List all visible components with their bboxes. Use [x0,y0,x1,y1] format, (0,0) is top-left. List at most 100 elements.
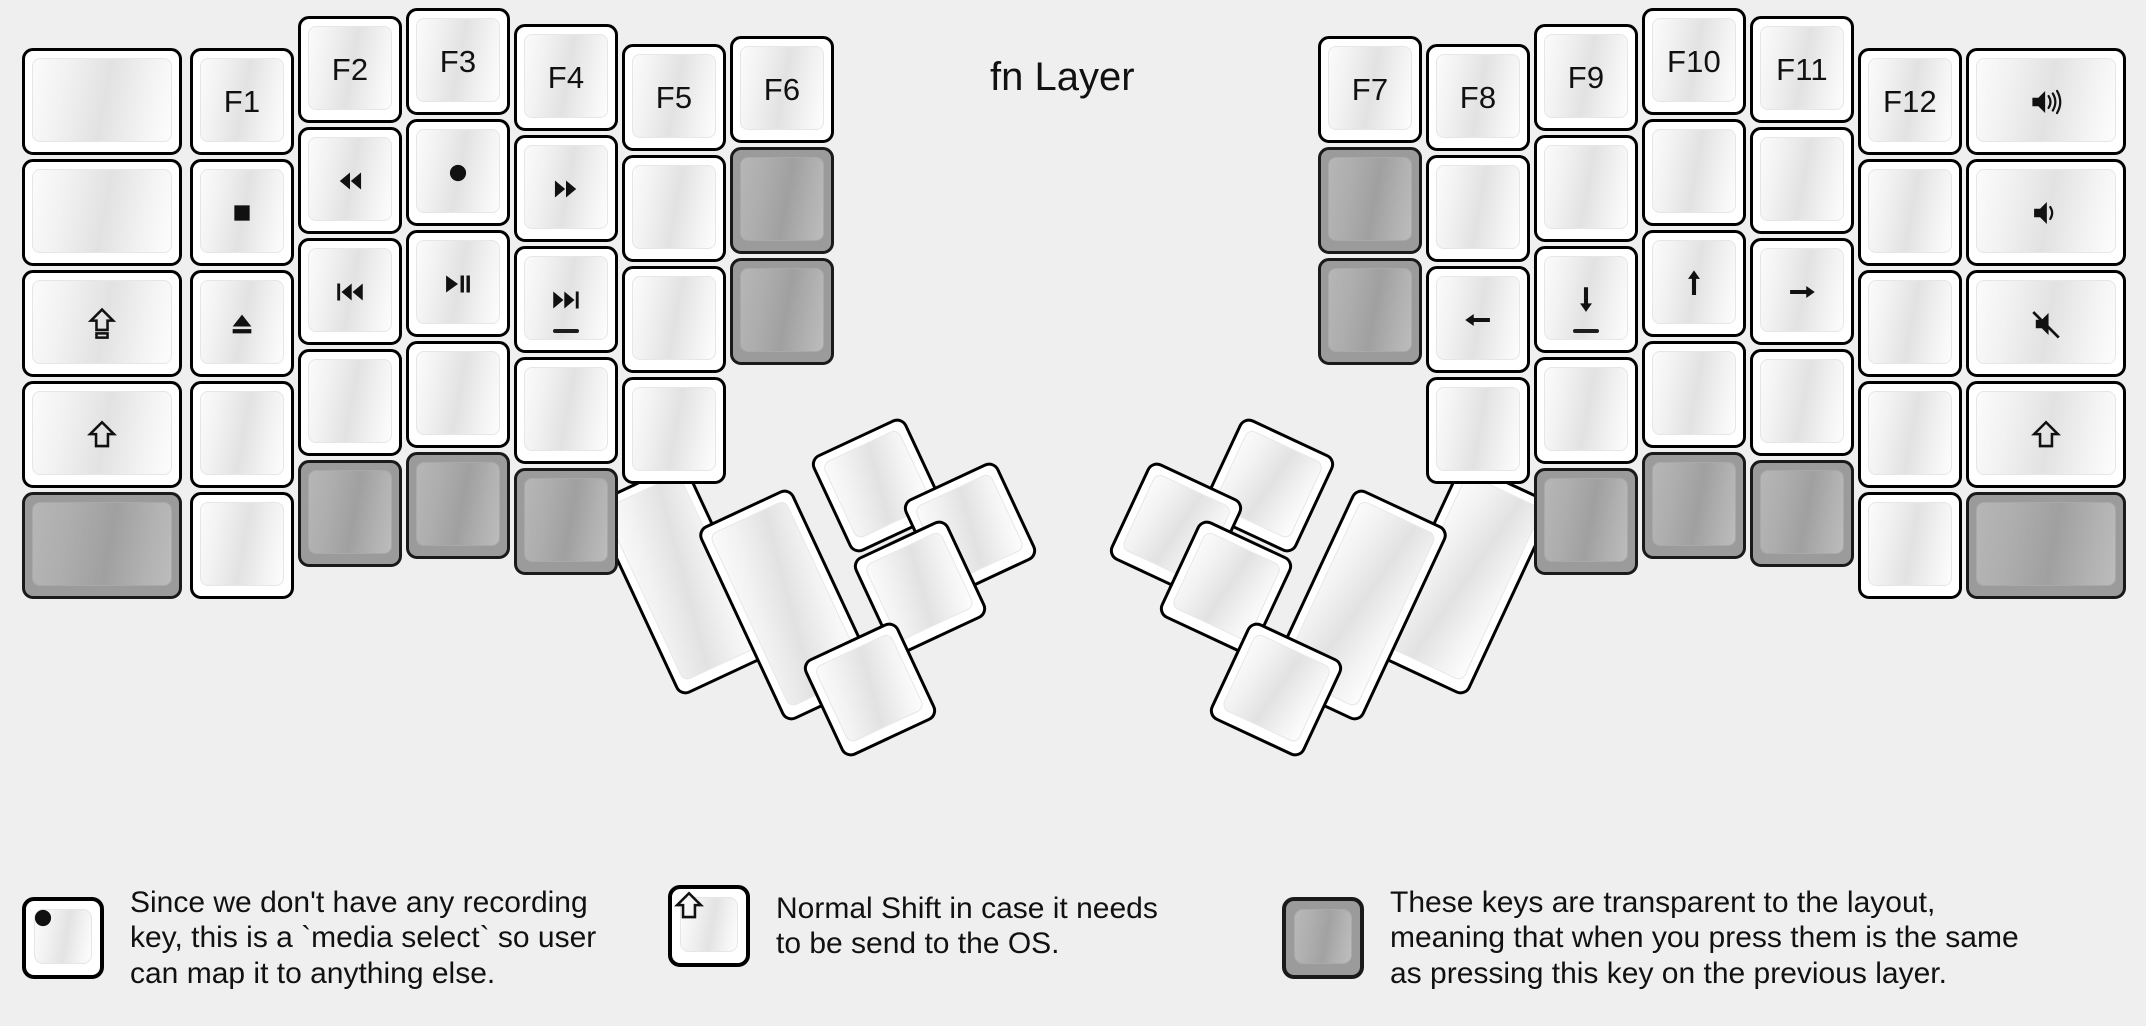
legend-transparent: These keys are transparent to the layout… [1282,885,2019,991]
key-blank-r-r4c4[interactable] [1642,341,1746,448]
keycap-face [740,46,824,130]
key-blank-r-r2c2[interactable] [1426,155,1530,262]
key-blank-l-r1c1[interactable] [22,48,182,155]
key-media-previous[interactable] [298,238,402,345]
key-blank-r-r4c6[interactable] [1858,381,1962,488]
key-trans-l-r5c5[interactable] [514,468,618,575]
key-blank-r-r3c6[interactable] [1858,270,1962,377]
volume-down-icon [2029,196,2063,230]
key-f9[interactable]: F9 [1534,24,1638,131]
key-blank-r-r4c5[interactable] [1750,349,1854,456]
key-blank-l-r3c6[interactable] [622,266,726,373]
key-f11[interactable]: F11 [1750,16,1854,123]
keycap-face [200,391,284,475]
keycap-face [1868,280,1952,364]
key-blank-r-r2c5[interactable] [1750,127,1854,234]
key-media-eject[interactable] [190,270,294,377]
keycap-face [1544,478,1628,562]
keycap-face [1544,34,1628,118]
keycap-face [632,387,716,471]
key-trans-r-r5c3[interactable] [1534,468,1638,575]
key-trans-l-inner-b[interactable] [730,258,834,365]
keycap-face [1976,502,2116,586]
keycap-face [1868,58,1952,142]
arrow-up-icon [1677,267,1711,301]
key-arrow-right[interactable] [1750,238,1854,345]
key-trans-r-inner-a[interactable] [1318,147,1422,254]
key-volume-up[interactable] [1966,48,2126,155]
legend-shift-swatch [668,885,750,967]
key-shift-r[interactable] [1966,381,2126,488]
keycap-face [32,502,172,586]
key-arrow-down[interactable] [1534,246,1638,353]
legend-transparent-text: These keys are transparent to the layout… [1390,886,2019,990]
keycap-face [632,165,716,249]
key-volume-down[interactable] [1966,159,2126,266]
keycap-face [200,58,284,142]
arrow-down-icon [1569,283,1603,317]
key-media-playpause[interactable] [406,230,510,337]
key-f7[interactable]: F7 [1318,36,1422,143]
key-f10[interactable]: F10 [1642,8,1746,115]
key-volume-mute[interactable] [1966,270,2126,377]
key-f4[interactable]: F4 [514,24,618,131]
key-shift-l[interactable] [22,381,182,488]
key-blank-l-r4c3[interactable] [298,349,402,456]
key-blank-l-r4c6[interactable] [622,377,726,484]
key-blank-r-r2c4[interactable] [1642,119,1746,226]
key-trans-r-inner-b[interactable] [1318,258,1422,365]
key-arrow-up[interactable] [1642,230,1746,337]
key-blank-l-r2c1[interactable] [22,159,182,266]
key-f6[interactable]: F6 [730,36,834,143]
key-f12[interactable]: F12 [1858,48,1962,155]
key-f8[interactable]: F8 [1426,44,1530,151]
homing-bar [553,329,579,333]
keycap-face [416,18,500,102]
key-trans-l-r5c1[interactable] [22,492,182,599]
key-blank-r-r2c6[interactable] [1858,159,1962,266]
keycap-face [1760,137,1844,221]
key-trans-l-inner-a[interactable] [730,147,834,254]
key-blank-r-r2c3[interactable] [1534,135,1638,242]
homing-bar [1573,329,1599,333]
key-blank-r-r5c6[interactable] [1858,492,1962,599]
keycap-face [32,391,172,475]
key-blank-r-r4c2[interactable] [1426,377,1530,484]
key-media-rewind[interactable] [298,127,402,234]
key-arrow-left[interactable] [1426,266,1530,373]
keycap-face [1868,169,1952,253]
key-media-fastforward[interactable] [514,135,618,242]
key-f5[interactable]: F5 [622,44,726,151]
key-media-record[interactable] [406,119,510,226]
keycap-face [1328,268,1412,352]
media-stop-icon [225,196,259,230]
key-f2[interactable]: F2 [298,16,402,123]
key-media-stop[interactable] [190,159,294,266]
key-blank-l-r4c5[interactable] [514,357,618,464]
key-blank-l-r4c4[interactable] [406,341,510,448]
key-trans-l-r5c4[interactable] [406,452,510,559]
keycap-face [632,276,716,360]
key-f1[interactable]: F1 [190,48,294,155]
media-fast-forward-icon [549,172,583,206]
keycap-face [1760,26,1844,110]
key-blank-l-r2c6[interactable] [622,155,726,262]
key-trans-r-r5c4[interactable] [1642,452,1746,559]
key-f3[interactable]: F3 [406,8,510,115]
key-blank-r-r4c3[interactable] [1534,357,1638,464]
keycap-face [1436,387,1520,471]
keycap-face [1328,157,1412,241]
keycap-face [1652,18,1736,102]
media-record-icon [26,910,60,939]
keycap-face [1294,909,1352,965]
key-blank-l-r5c2[interactable] [190,492,294,599]
key-trans-r-r5c5[interactable] [1750,460,1854,567]
key-blank-l-r4c2[interactable] [190,381,294,488]
key-trans-l-r5c3[interactable] [298,460,402,567]
key-capslock-l[interactable] [22,270,182,377]
key-media-next[interactable] [514,246,618,353]
keycap-face [524,34,608,118]
keycap-face [308,359,392,443]
key-trans-r-r5c7[interactable] [1966,492,2126,599]
